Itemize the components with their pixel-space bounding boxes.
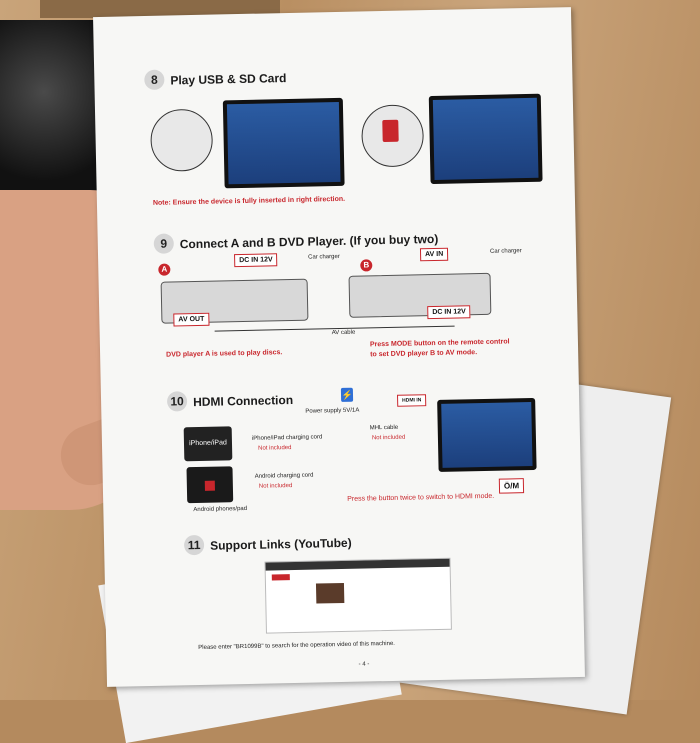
player-b-tag: B	[360, 259, 373, 272]
hdmi-in-label: HDMI IN	[397, 394, 427, 407]
section-9-note-b-line2: to set DVD player B to AV mode.	[370, 349, 478, 359]
section-10-number: 10	[166, 391, 188, 412]
youtube-video-thumbnail	[315, 582, 345, 604]
tablet-usb	[222, 97, 345, 189]
player-a-tag: A	[158, 263, 171, 276]
youtube-top-bar	[265, 558, 450, 571]
section-8-title: Play USB & SD Card	[170, 70, 287, 88]
tablet-sd	[428, 93, 543, 185]
manual-page: 8 Play USB & SD Card Note: Ensure the dev…	[93, 7, 585, 687]
dc-in-a-label: DC IN 12V	[234, 253, 278, 268]
iphone-cord-label: iPhone/iPad charging cord	[251, 434, 323, 442]
sd-card-icon	[382, 119, 399, 143]
page-number: - 4 -	[358, 661, 370, 668]
section-8-number: 8	[144, 69, 165, 91]
section-9-note-b-line1: Press MODE button on the remote control	[369, 338, 510, 349]
mhl-not-included: Not included	[371, 434, 406, 442]
section-8-header: 8 Play USB & SD Card	[144, 67, 287, 91]
android-not-included: Not included	[258, 483, 293, 490]
iphone-not-included: Not included	[258, 445, 292, 452]
android-cord-label: Android charging cord	[254, 472, 314, 480]
hdmi-note: Press the button twice to switch to HDMI…	[347, 492, 495, 503]
section-8-note: Note: Ensure the device is fully inserte…	[152, 195, 346, 207]
section-11-number: 11	[183, 534, 205, 556]
mode-button-label: Ö/M	[498, 478, 525, 494]
tablet-hdmi-screen	[441, 401, 533, 468]
tablet-usb-screen	[226, 101, 341, 185]
car-charger-b-label: Car charger	[489, 248, 522, 255]
android-device-label: Android phones/pad	[193, 505, 248, 514]
section-11-title: Support Links (YouTube)	[209, 535, 352, 553]
android-phone-icon	[204, 480, 215, 491]
android-device	[186, 466, 234, 504]
av-out-label: AV OUT	[173, 312, 210, 327]
iphone-ipad-device: iPhone/iPad	[183, 426, 233, 462]
youtube-logo	[271, 574, 290, 581]
power-supply-label: Power supply 5V/1A	[305, 407, 360, 415]
search-note: Please enter "BR1099B" to search for the…	[198, 640, 396, 652]
av-in-label: AV IN	[419, 247, 449, 262]
av-cable-label: AV cable	[331, 329, 356, 337]
section-9-note-a: DVD player A is used to play discs.	[166, 349, 283, 359]
lightning-icon: ⚡	[340, 387, 354, 402]
dc-in-b-label: DC IN 12V	[427, 305, 471, 320]
car-charger-a-label: Car charger	[308, 253, 340, 261]
plastic-bag	[0, 20, 110, 200]
youtube-screenshot	[264, 557, 452, 634]
section-9-title: Connect A and B DVD Player. (If you buy …	[179, 231, 439, 252]
tablet-sd-screen	[432, 97, 539, 180]
usb-port-zoom	[149, 108, 214, 172]
section-9-number: 9	[153, 233, 175, 254]
sd-card-zoom	[360, 104, 425, 168]
tablet-hdmi	[437, 397, 537, 472]
mhl-cable-label: MHL cable	[369, 424, 399, 432]
section-10-title: HDMI Connection	[192, 392, 294, 409]
